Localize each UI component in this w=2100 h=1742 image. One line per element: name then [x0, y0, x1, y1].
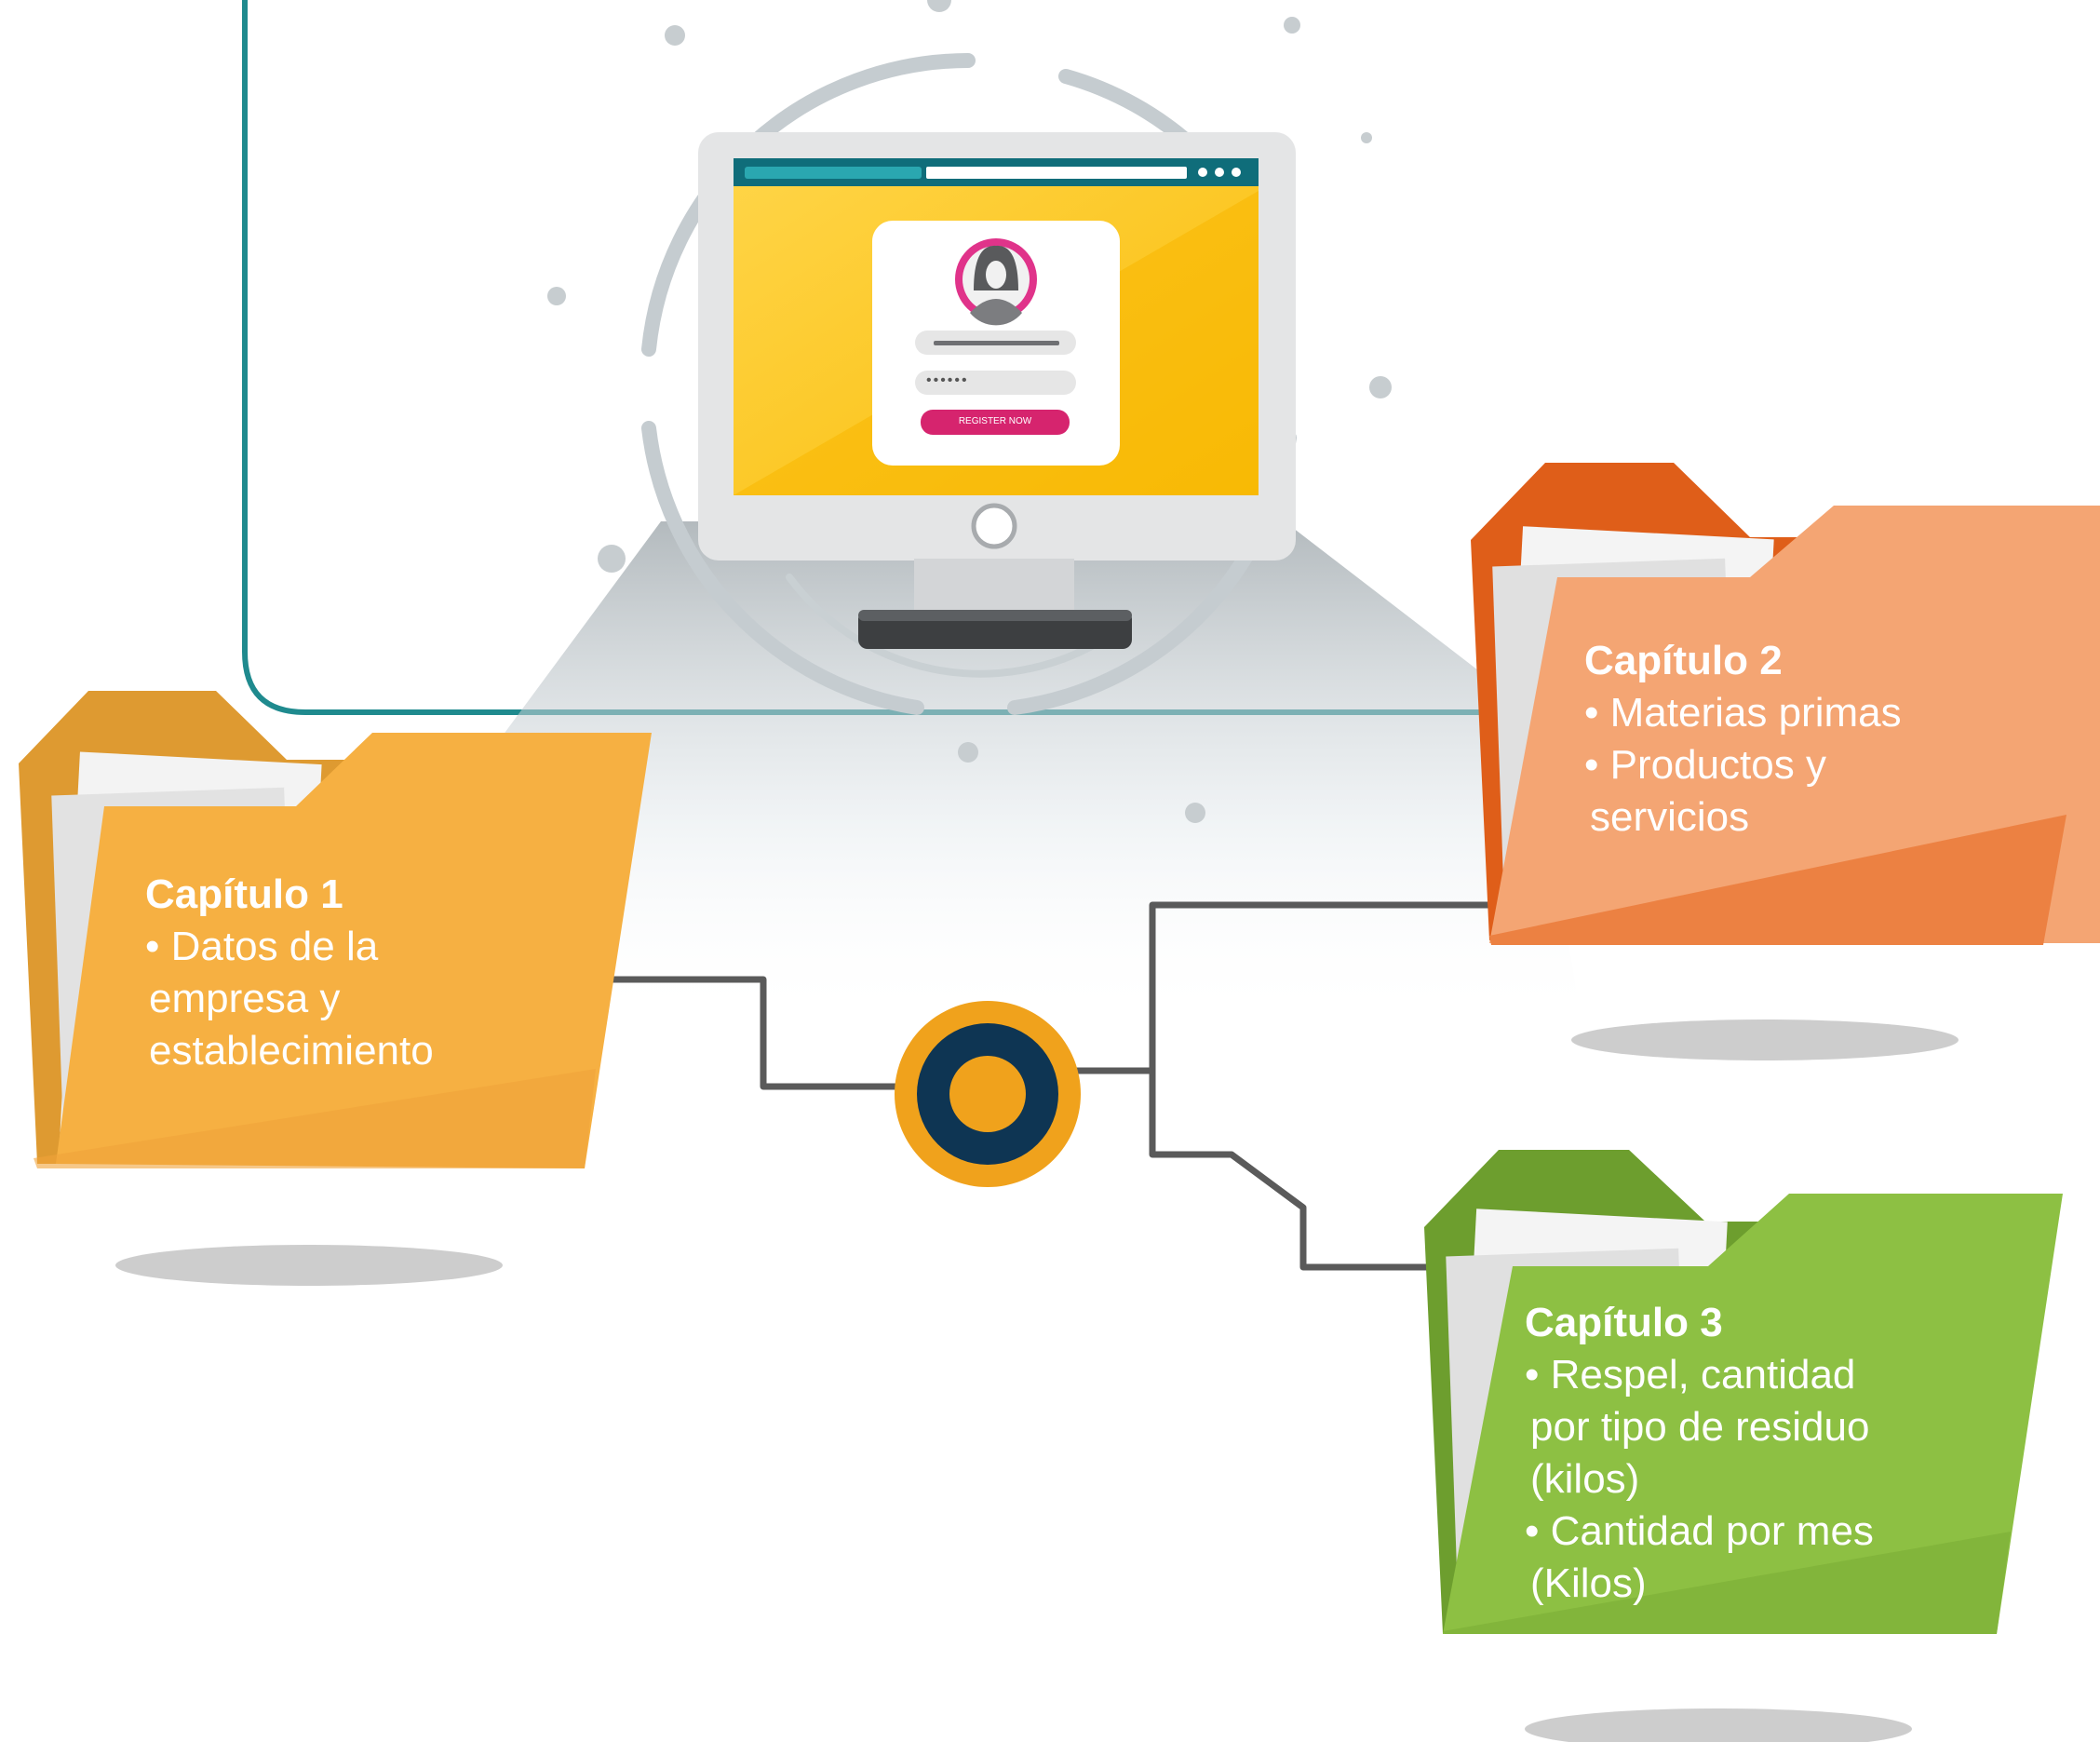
password-mask: •••••• [926, 372, 969, 388]
connector-lines [610, 901, 1489, 1271]
folder-3-title: Capítulo 3 [1525, 1300, 1723, 1345]
folder-3-item-2: • Cantidad por mes [1525, 1508, 1874, 1554]
inner-ring [786, 574, 1102, 678]
folder1-shadow [115, 1245, 503, 1286]
folder-1-item-1-cont: empresa y [149, 976, 341, 1021]
folder-1-item-1-cont-2: establecimiento [149, 1028, 434, 1074]
folder-3-item-1: • Respel, cantidad [1525, 1352, 1856, 1398]
folder-capitulo-1 [19, 691, 652, 1168]
folder-3-item-1-cont-2: (kilos) [1530, 1456, 1640, 1502]
folder-1-title: Capítulo 1 [145, 871, 343, 917]
decorative-dots [547, 0, 1392, 823]
teal-frame [242, 0, 2100, 715]
folder-3-label: Capítulo 3 • Respel, cantidad por tipo d… [1525, 1297, 1874, 1610]
folder-2-label: Capítulo 2 • Materias primas • Productos… [1584, 635, 1902, 844]
folder-3-item-1-cont: por tipo de residuo [1530, 1404, 1870, 1450]
folder-2-item-2-cont: servicios [1590, 794, 1750, 840]
password-field [915, 371, 1076, 395]
monitor-power-button [971, 503, 1017, 549]
hub-node [895, 1001, 1081, 1187]
folder-capitulo-3 [1424, 1150, 2063, 1634]
folder-capitulo-2 [1471, 463, 2100, 945]
folder-2-title: Capítulo 2 [1584, 638, 1783, 683]
folder3-shadow [1525, 1708, 1912, 1742]
folder-2-item-1: • Materias primas [1584, 690, 1902, 736]
folder-3-item-2-cont: (Kilos) [1530, 1560, 1647, 1606]
folder-1-label: Capítulo 1 • Datos de la empresa y estab… [145, 869, 434, 1077]
register-button [921, 410, 1070, 435]
folder-1-item-1: • Datos de la [145, 924, 379, 969]
computer-monitor-illustration [698, 132, 1296, 649]
register-button-label: REGISTER NOW [958, 416, 1032, 426]
folder-2-item-2: • Productos y [1584, 742, 1826, 788]
folder2-shadow [1571, 1020, 1959, 1060]
